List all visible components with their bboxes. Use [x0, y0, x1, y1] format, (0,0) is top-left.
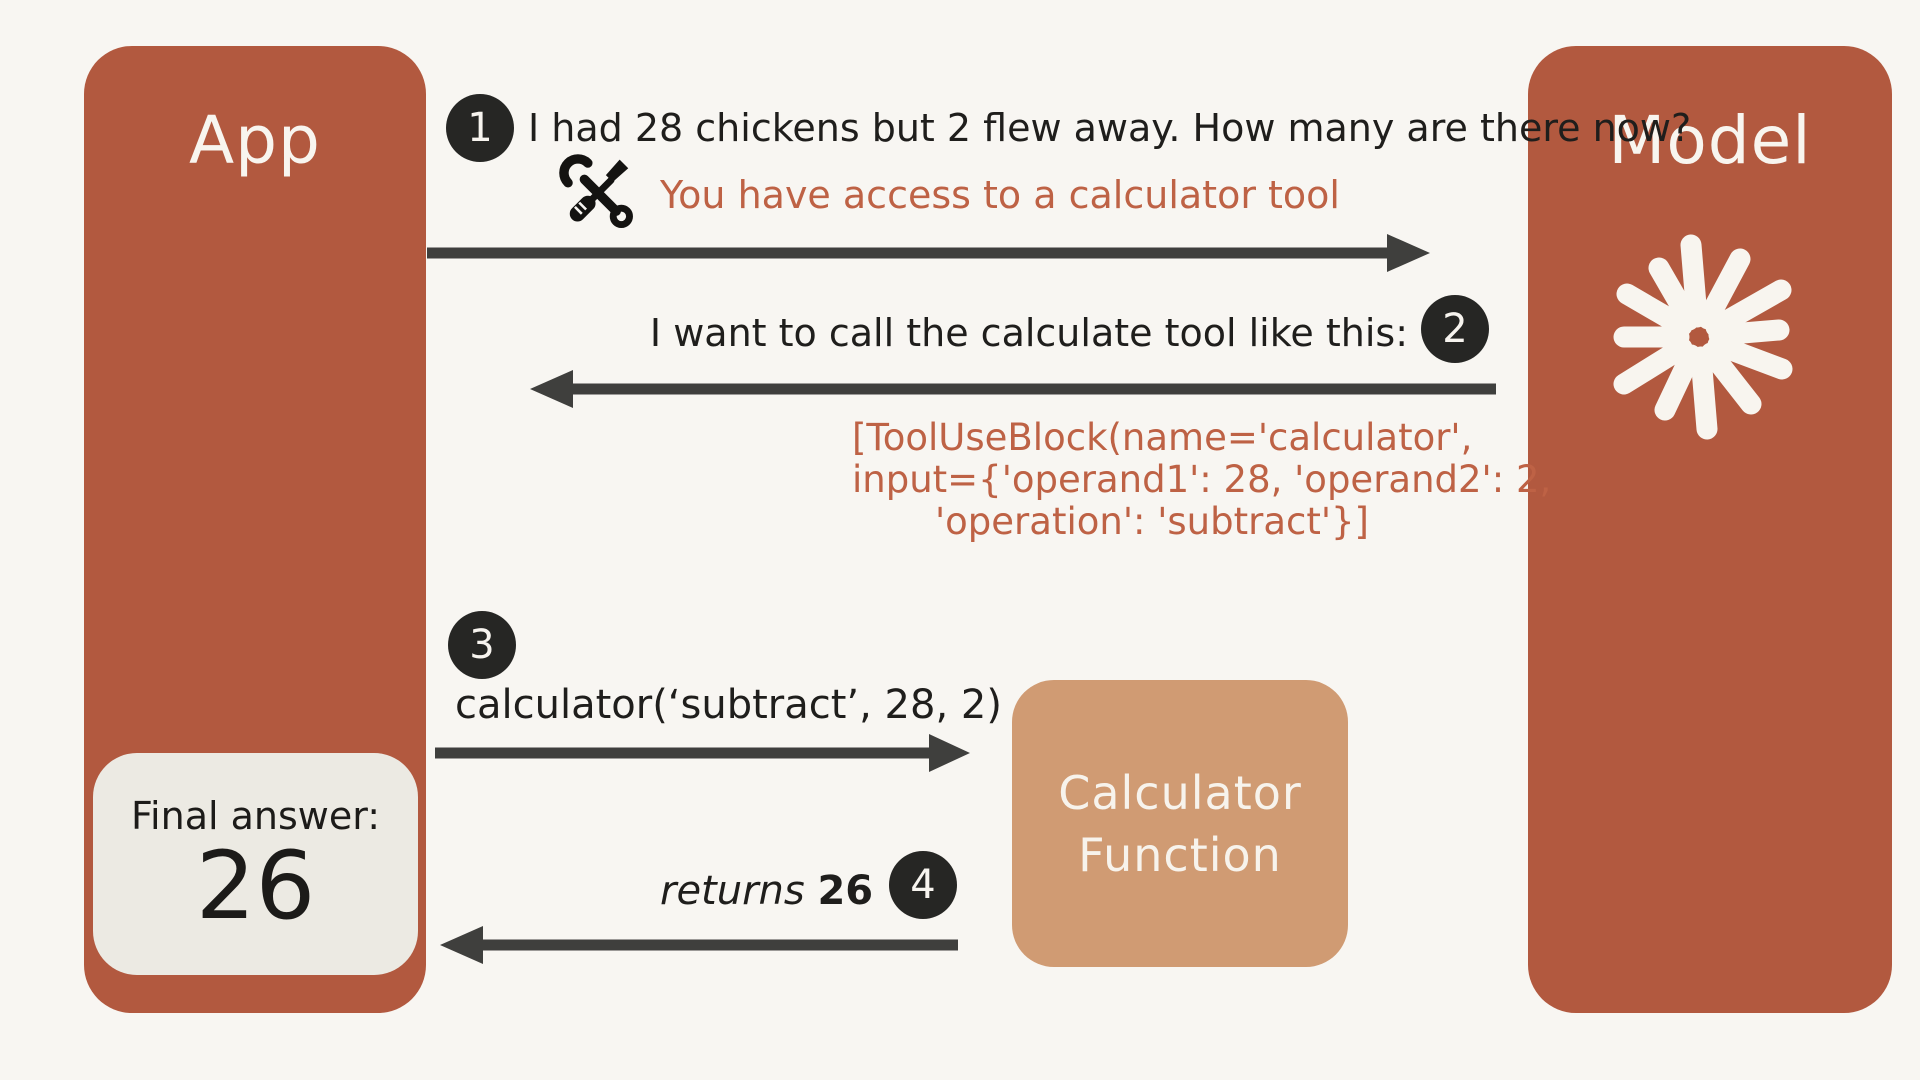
calculator-function-line2: Function — [1078, 827, 1282, 882]
calculator-function-line1: Calculator — [1058, 765, 1302, 820]
tool-use-block-code: [ToolUseBlock(name='calculator', input={… — [852, 416, 1552, 543]
calculator-function-box: Calculator Function — [1012, 680, 1348, 967]
final-answer-value: 26 — [195, 832, 316, 941]
app-label: App — [189, 102, 321, 179]
code-line-3: 'operation': 'subtract'}] — [935, 500, 1369, 543]
step-3-badge: 3 — [448, 611, 516, 679]
returns-value: 26 — [817, 868, 874, 914]
model-actor-box: Model — [1528, 46, 1892, 1013]
arrow-toolcall-to-app — [530, 370, 1496, 408]
code-line-2: input={'operand1': 28, 'operand2': 2, — [852, 458, 1552, 501]
claude-starburst-icon — [1613, 234, 1793, 440]
final-answer-box: Final answer: 26 — [93, 753, 418, 975]
tools-icon — [559, 154, 633, 228]
step-1-badge: 1 — [446, 94, 514, 162]
step-4-badge: 4 — [889, 851, 957, 919]
user-message-text: I had 28 chickens but 2 flew away. How m… — [528, 106, 1692, 150]
arrow-return-to-app — [440, 926, 958, 964]
step-2-badge: 2 — [1421, 295, 1489, 363]
model-label: Model — [1608, 102, 1812, 179]
system-prompt-text: You have access to a calculator tool — [660, 173, 1340, 217]
arrow-request-to-model — [427, 234, 1430, 272]
model-reply-text: I want to call the calculate tool like t… — [649, 311, 1408, 355]
returns-text: returns 26 — [660, 868, 873, 914]
arrow-call-to-calculator — [435, 734, 970, 772]
returns-word: returns — [660, 868, 805, 914]
calculator-call-text: calculator(‘subtract’, 28, 2) — [455, 682, 1002, 728]
final-answer-label: Final answer: — [130, 794, 381, 838]
code-line-1: [ToolUseBlock(name='calculator', — [852, 416, 1473, 459]
